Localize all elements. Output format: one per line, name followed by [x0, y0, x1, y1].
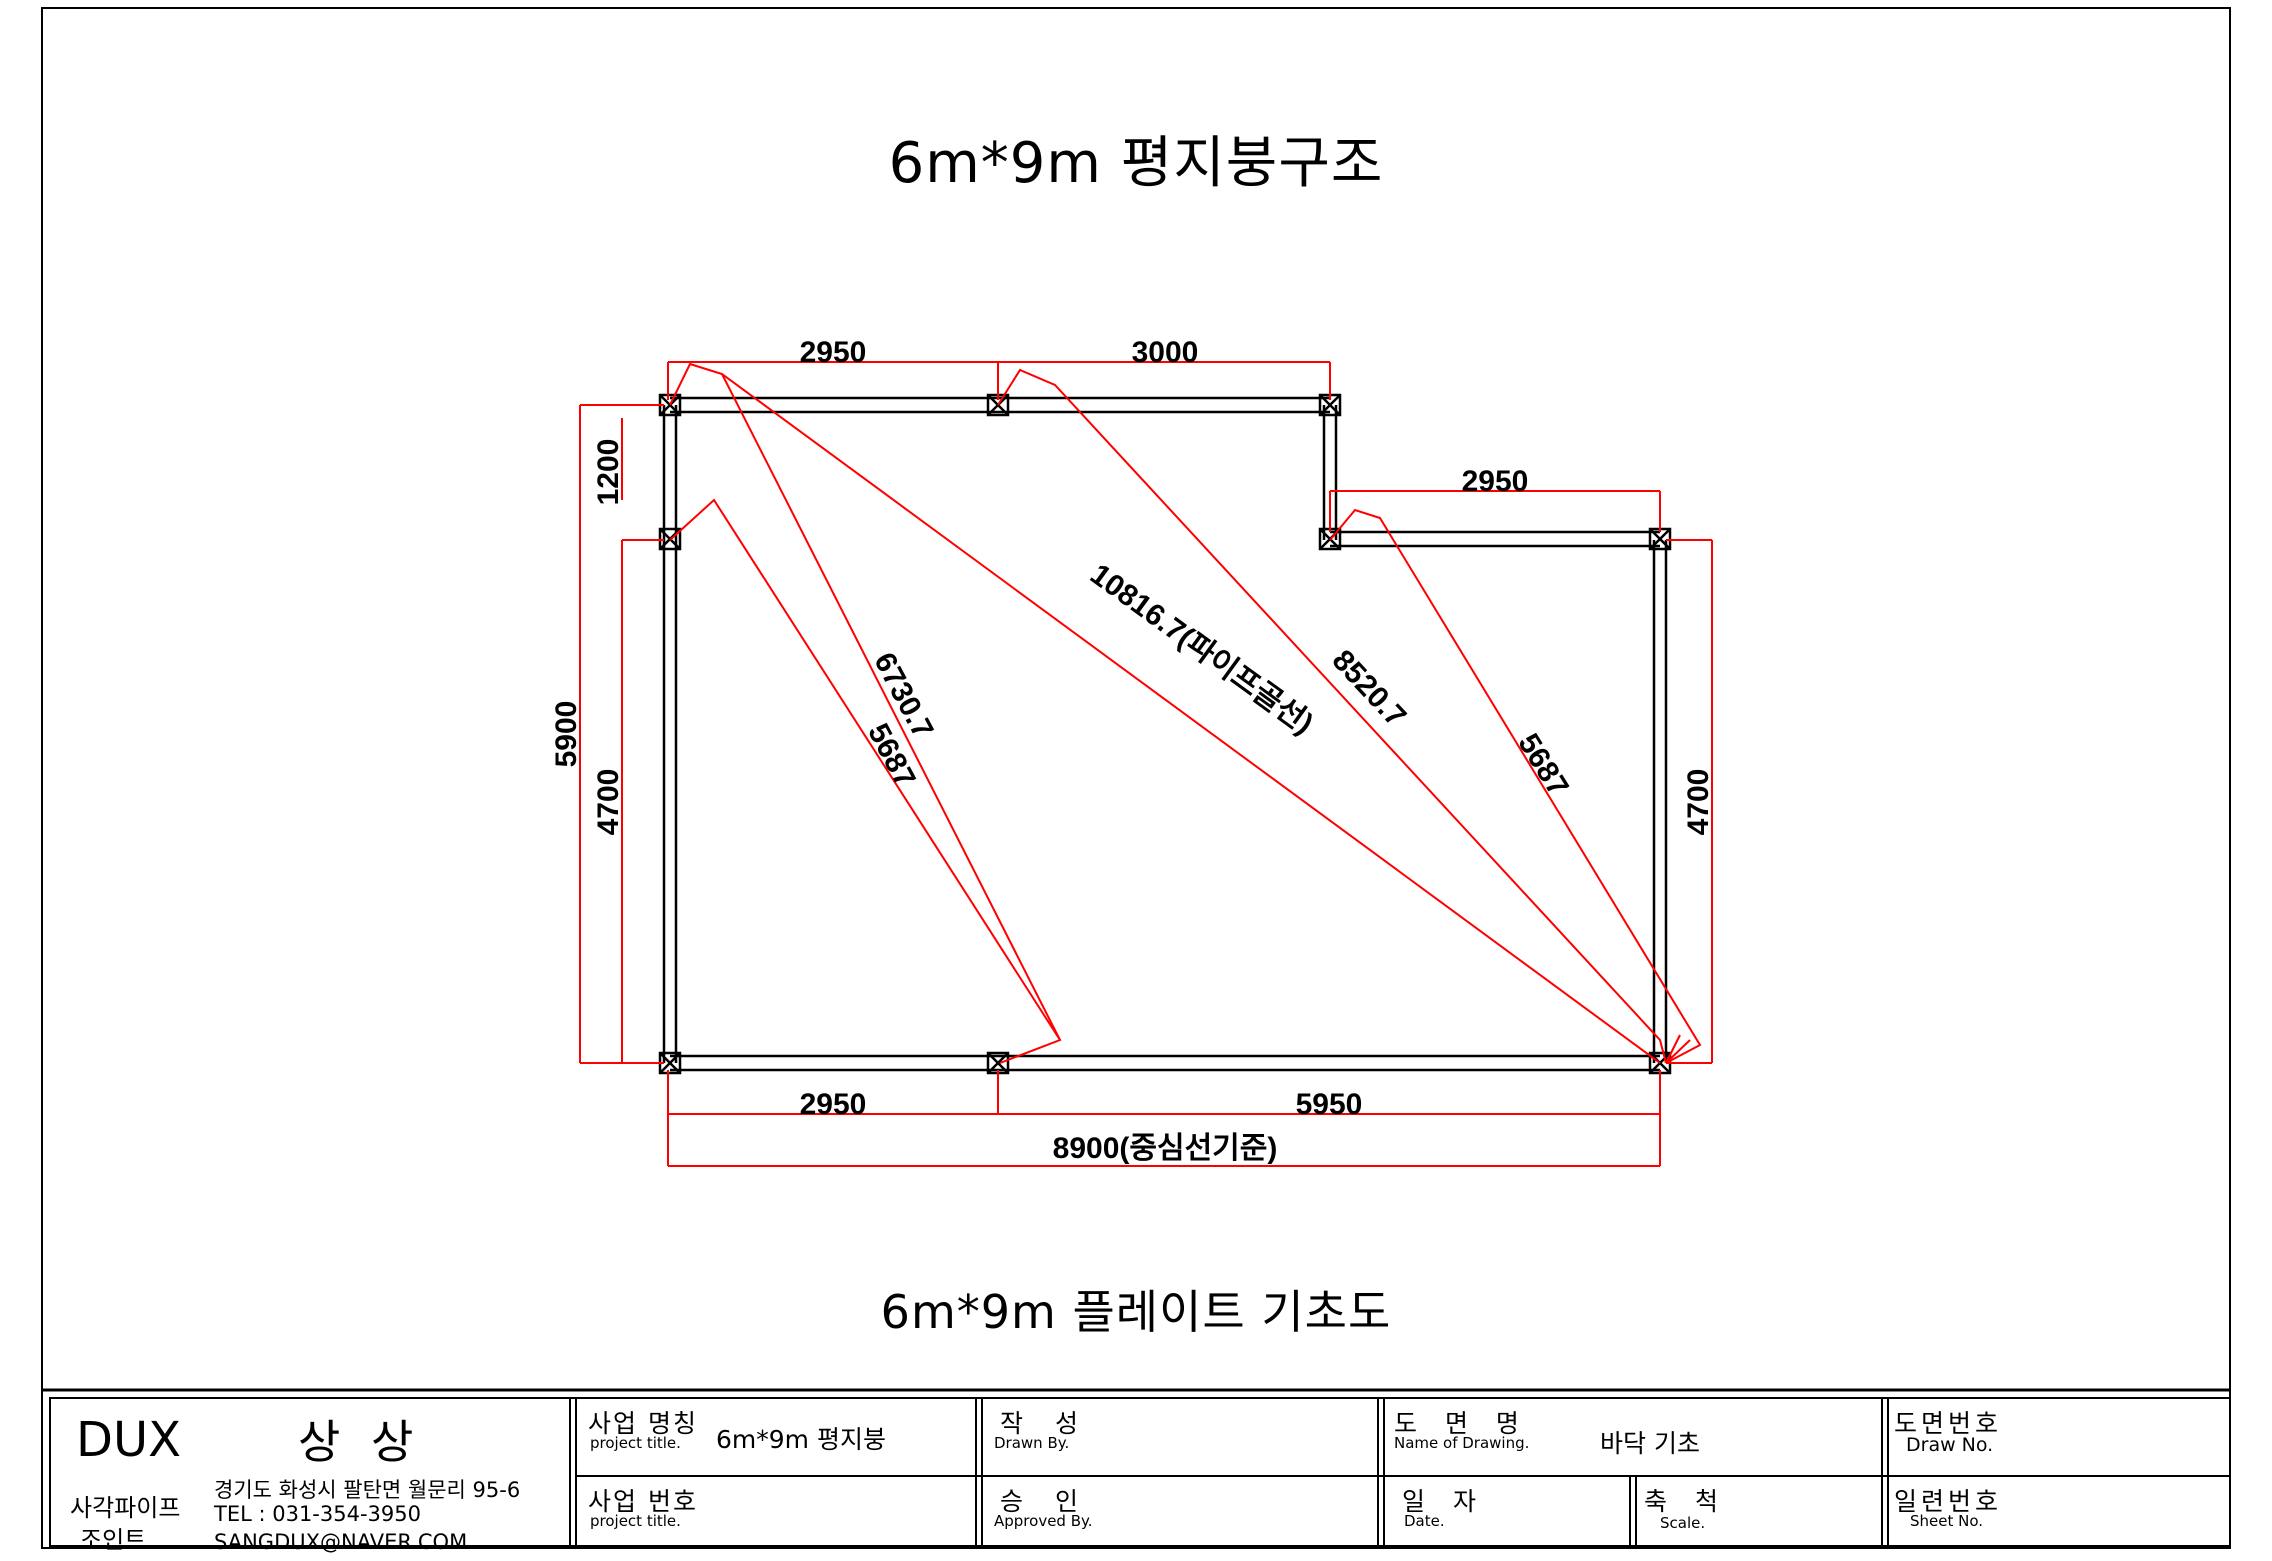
drawing-name-value: 바닥 기초 [1600, 1429, 1700, 1458]
company-address: 경기도 화성시 팔탄면 월문리 95-6 [214, 1478, 521, 1502]
dim-diag-c: 8520.7 [1326, 644, 1413, 734]
date-label-en: Date. [1404, 1512, 1445, 1530]
dim-diag-long: 10816.7(파이프골선) [1084, 558, 1319, 741]
drawn-by-label: 작 성 [1000, 1409, 1090, 1438]
diagonal-lines [669, 362, 1702, 1064]
project-name-label-en: project title. [590, 1434, 681, 1452]
company-email: SANGDUX@NAVER.COM [214, 1530, 468, 1554]
company-type-line1: 사각파이프 [70, 1494, 181, 1522]
dim-bottom-right: 5950 [1296, 1088, 1363, 1121]
dim-top-left: 2950 [800, 336, 867, 369]
drawn-by-label-en: Drawn By. [994, 1434, 1070, 1452]
dim-left-upper: 1200 [592, 439, 625, 506]
dim-left-lower: 4700 [592, 769, 625, 836]
sheet-border [41, 7, 2231, 1549]
dimension-texts: 2950 3000 2950 2950 5950 8900(중심선기준) 590… [550, 336, 1715, 1165]
dim-diag-d: 5687 [1511, 728, 1574, 802]
drawing-name-label-en: Name of Drawing. [1394, 1434, 1530, 1452]
approved-by-label-en: Approved By. [994, 1512, 1093, 1530]
scale-label-en: Scale. [1660, 1514, 1706, 1532]
project-name-value: 6m*9m 평지붕 [716, 1425, 886, 1454]
drawing-title-top: 6m*9m 평지붕구조 [888, 131, 1384, 196]
company-tel: TEL : 031-354-3950 [214, 1502, 421, 1526]
dimension-lines [579, 361, 1713, 1167]
frame-structure [662, 396, 1668, 1072]
company-type-line2: 조인트 [80, 1526, 147, 1554]
company-brand: DUX [76, 1412, 181, 1468]
drawing-name-label: 도 면 명 [1394, 1409, 1529, 1438]
company-name: 상 상 [298, 1415, 422, 1469]
draw-no-label: 도면번호 [1894, 1409, 2003, 1438]
approved-by-label: 승 인 [1000, 1487, 1090, 1516]
sheet-no-label: 일련번호 [1894, 1487, 2003, 1516]
project-name-label: 사업 명칭 [588, 1409, 698, 1438]
dim-left-total: 5900 [550, 701, 583, 768]
drawing-title-bottom: 6m*9m 플레이트 기초도 [880, 1285, 1392, 1339]
title-block-frame [42, 1388, 2231, 1547]
project-no-label-en: project title. [590, 1512, 681, 1530]
dim-top-right: 3000 [1132, 336, 1199, 369]
dim-step: 2950 [1462, 465, 1529, 498]
dim-overall-width: 8900(중심선기준) [1053, 1132, 1278, 1165]
scale-label: 축 척 [1644, 1487, 1728, 1516]
draw-no-label-en: Draw No. [1906, 1434, 1994, 1456]
sheet-no-label-en: Sheet No. [1910, 1512, 1984, 1530]
dim-right-height: 4700 [1682, 769, 1715, 836]
project-no-label: 사업 번호 [588, 1487, 698, 1516]
dim-bottom-left: 2950 [800, 1088, 867, 1121]
date-label: 일 자 [1402, 1487, 1486, 1516]
